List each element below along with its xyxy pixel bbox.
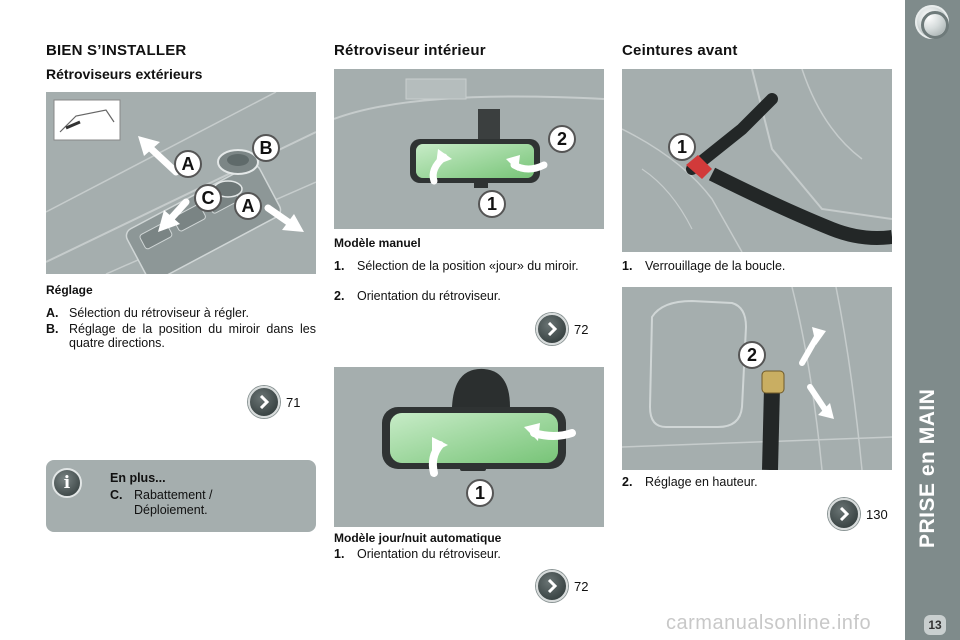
item-key: 1. — [622, 259, 633, 273]
item-key: A. — [46, 306, 59, 320]
page-ref-number: 72 — [574, 579, 589, 594]
chevron-right-icon[interactable] — [536, 570, 568, 602]
item-key: 2. — [334, 289, 345, 303]
info-icon: i — [52, 468, 82, 498]
manual-mirror-illustration: 2 1 — [334, 69, 604, 229]
chevron-right-icon[interactable] — [828, 498, 860, 530]
section-title: BIEN S’INSTALLER — [46, 42, 187, 59]
front-belts-title: Ceintures avant — [622, 42, 738, 59]
item-text: Sélection de la position «jour» du miroi… — [357, 259, 579, 273]
item-text: Sélection du rétroviseur à régler. — [69, 306, 249, 320]
chapter-label: PRISE en MAIN — [916, 388, 939, 548]
list-item: 2. Orientation du rétroviseur. — [334, 289, 604, 303]
callout-2: 2 — [548, 125, 576, 153]
item-key: 1. — [334, 259, 345, 273]
page-ref-number: 71 — [286, 395, 301, 410]
interior-mirror-title: Rétroviseur intérieur — [334, 42, 486, 59]
list-item: B. Réglage de la position du miroir dans… — [46, 322, 316, 350]
item-text: Verrouillage de la boucle. — [645, 259, 786, 273]
item-key: B. — [46, 322, 59, 336]
item-text: Orientation du rétroviseur. — [357, 547, 501, 561]
item-text: Réglage en hauteur. — [645, 475, 758, 489]
callout-1: 1 — [466, 479, 494, 507]
page-ref-number: 72 — [574, 322, 589, 337]
callout-b: B — [252, 134, 280, 162]
chapter-ring-icon — [915, 5, 949, 39]
watermark: carmanualsonline.info — [666, 612, 872, 634]
chevron-right-icon[interactable] — [248, 386, 280, 418]
manual-model-heading: Modèle manuel — [334, 236, 421, 250]
item-text: Réglage de la position du miroir dans le… — [69, 322, 316, 350]
list-item: 1. Verrouillage de la boucle. — [622, 259, 892, 273]
item-key: 2. — [622, 475, 633, 489]
list-item: 2. Réglage en hauteur. — [622, 475, 892, 489]
callout-a-2: A — [234, 192, 262, 220]
belt-height-illustration: 2 — [622, 287, 892, 470]
page-number: 13 — [924, 615, 946, 635]
exterior-mirrors-title: Rétroviseurs extérieurs — [46, 66, 203, 82]
list-item: A. Sélection du rétroviseur à régler. — [46, 306, 316, 320]
list-item: 1. Orientation du rétroviseur. — [334, 547, 604, 561]
page-ref-number: 130 — [866, 507, 888, 522]
callout-1: 1 — [478, 190, 506, 218]
callout-c: C — [194, 184, 222, 212]
info-title: En plus... — [110, 471, 166, 485]
item-text: Orientation du rétroviseur. — [357, 289, 501, 303]
callout-2: 2 — [738, 341, 766, 369]
exterior-mirror-illustration: A B C A — [46, 92, 316, 274]
callout-a: A — [174, 150, 202, 178]
adjustment-heading: Réglage — [46, 283, 93, 297]
info-key: C. — [110, 488, 123, 502]
list-item: 1. Sélection de la position «jour» du mi… — [334, 259, 604, 273]
belt-buckle-illustration: 1 — [622, 69, 892, 252]
chapter-sidebar — [905, 0, 960, 640]
auto-model-heading: Modèle jour/nuit automatique — [334, 531, 502, 545]
auto-mirror-illustration: 1 — [334, 367, 604, 527]
info-box — [46, 460, 316, 532]
callout-1: 1 — [668, 133, 696, 161]
info-text: Rabattement / Déploiement. — [134, 488, 213, 517]
chevron-right-icon[interactable] — [536, 313, 568, 345]
item-key: 1. — [334, 547, 345, 561]
